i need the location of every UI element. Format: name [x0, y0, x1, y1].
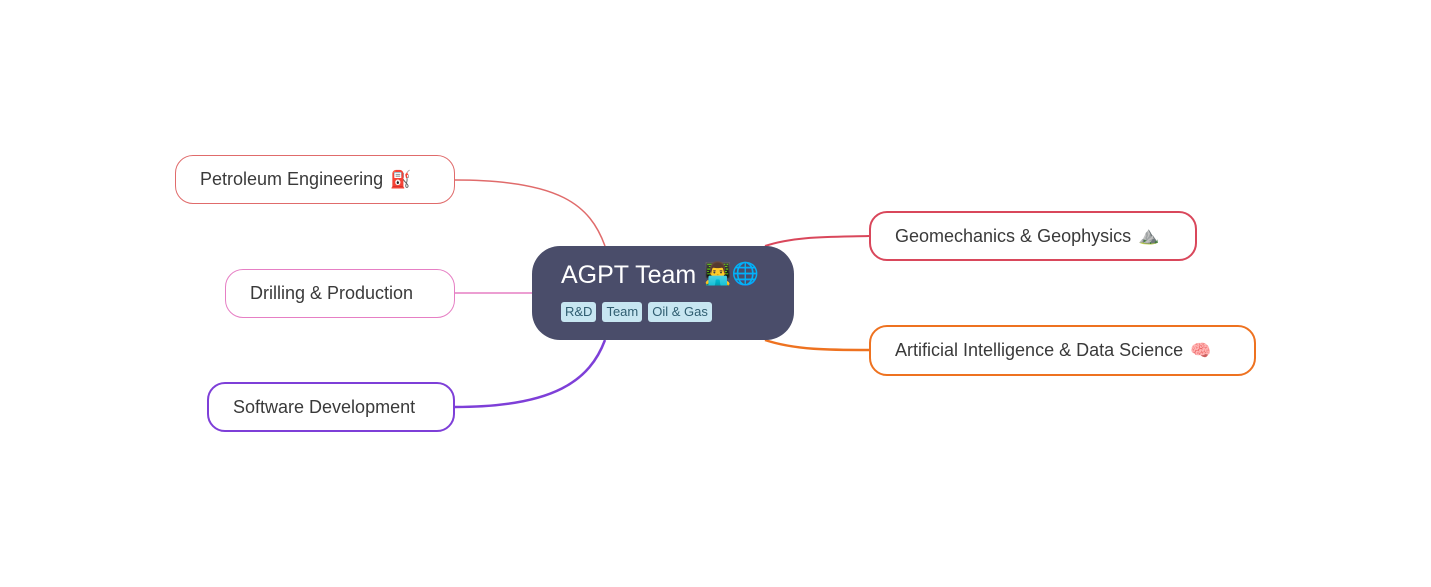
node-label: Petroleum Engineering	[200, 169, 384, 189]
tag-team[interactable]: Team	[602, 302, 643, 322]
connector-software	[454, 339, 607, 409]
node-label: Software Development	[233, 396, 416, 417]
connector-ai	[764, 338, 870, 352]
node-label: Artificial Intelligence & Data Science	[895, 340, 1184, 360]
node-geomechanics-geophysics[interactable]: Geomechanics & Geophysics ⛰️	[869, 211, 1197, 261]
node-drilling-production[interactable]: Drilling & Production	[225, 269, 455, 318]
tag-rnd[interactable]: R&D	[561, 302, 597, 322]
connector-geomechanics	[764, 235, 870, 247]
node-label: Drilling & Production	[250, 283, 414, 303]
node-label: Geomechanics & Geophysics	[895, 225, 1132, 246]
brain-icon: 🧠	[1190, 340, 1212, 361]
node-ai-data-science[interactable]: Artificial Intelligence & Data Science 🧠	[869, 325, 1256, 376]
tag-list: R&D Team Oil & Gas	[561, 302, 794, 322]
mountain-icon: ⛰️	[1138, 226, 1160, 246]
technologist-globe-icon: 👨‍💻🌐	[704, 262, 760, 287]
connector-petroleum	[454, 179, 606, 247]
fuel-pump-icon: ⛽	[390, 169, 412, 190]
root-title: AGPT Team	[561, 261, 697, 289]
node-software-development[interactable]: Software Development	[207, 382, 455, 432]
node-petroleum-engineering[interactable]: Petroleum Engineering ⛽	[175, 155, 455, 204]
tag-oil-gas[interactable]: Oil & Gas	[648, 302, 712, 322]
root-node[interactable]: AGPT Team 👨‍💻🌐 R&D Team Oil & Gas	[532, 246, 794, 340]
